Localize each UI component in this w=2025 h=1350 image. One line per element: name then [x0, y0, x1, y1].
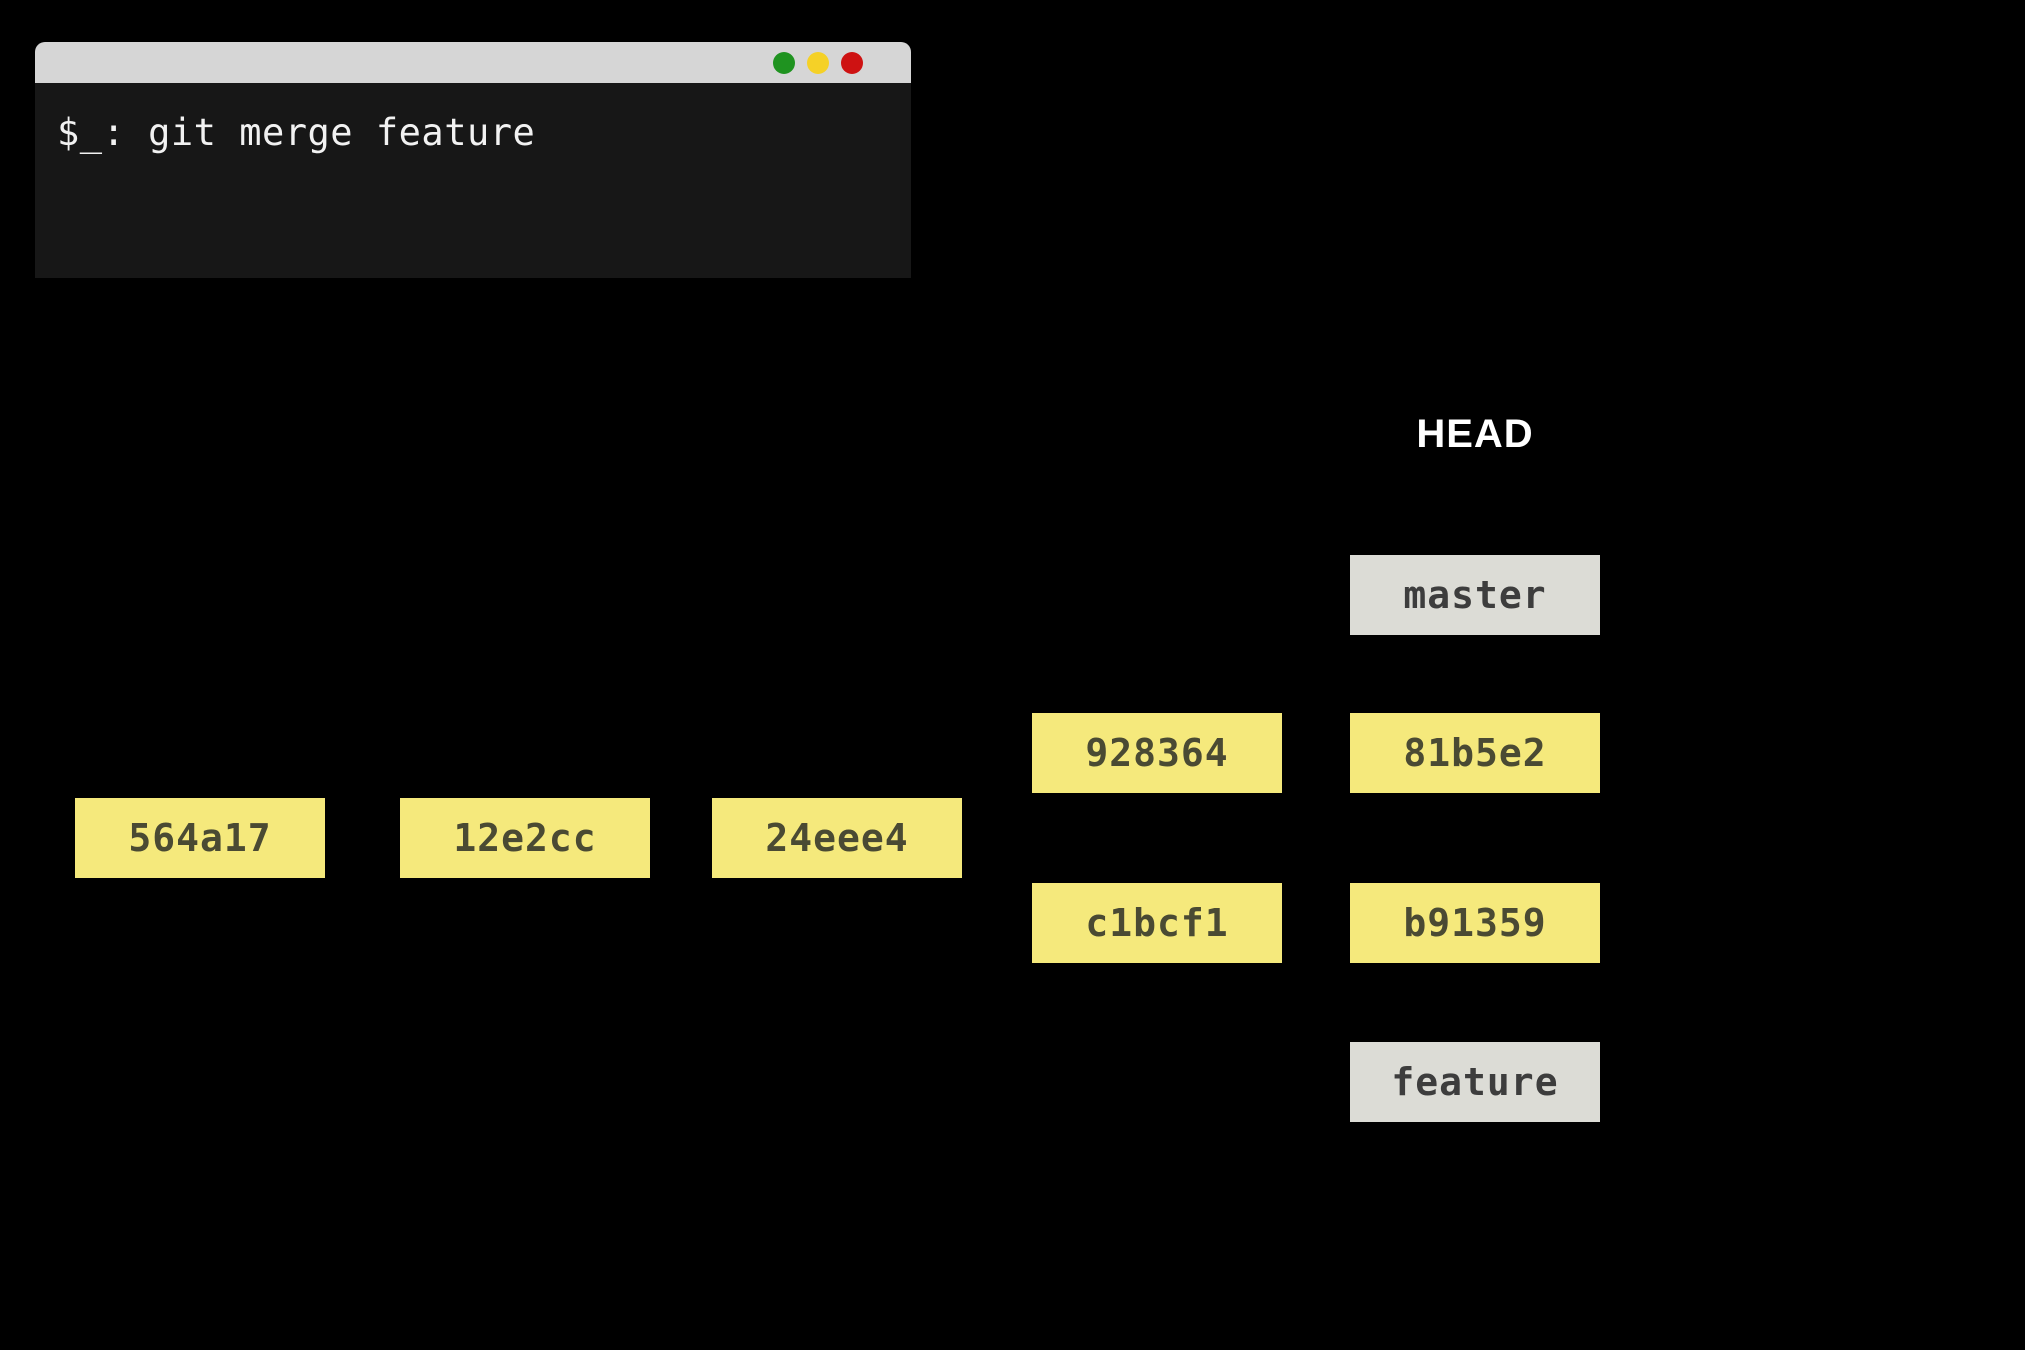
terminal-command: $_: git merge feature [57, 111, 536, 154]
commit-node-b91359[interactable]: b91359 [1350, 883, 1600, 963]
commit-node-24eee4[interactable]: 24eee4 [712, 798, 962, 878]
yellow-traffic-light-icon[interactable] [807, 51, 829, 74]
commit-node-12e2cc[interactable]: 12e2cc [400, 798, 650, 878]
terminal-window: $_: git merge feature [35, 42, 911, 278]
head-pointer-label: HEAD [1416, 412, 1534, 456]
commit-node-c1bcf1[interactable]: c1bcf1 [1032, 883, 1282, 963]
window-controls [773, 51, 863, 74]
commit-node-928364[interactable]: 928364 [1032, 713, 1282, 793]
commit-node-81b5e2[interactable]: 81b5e2 [1350, 713, 1600, 793]
terminal-body[interactable]: $_: git merge feature [35, 83, 911, 278]
red-traffic-light-icon[interactable] [841, 51, 863, 74]
branch-label-feature[interactable]: feature [1350, 1042, 1600, 1122]
commit-node-564a17[interactable]: 564a17 [75, 798, 325, 878]
terminal-titlebar[interactable] [35, 42, 911, 83]
branch-label-master[interactable]: master [1350, 555, 1600, 635]
green-traffic-light-icon[interactable] [773, 51, 795, 74]
